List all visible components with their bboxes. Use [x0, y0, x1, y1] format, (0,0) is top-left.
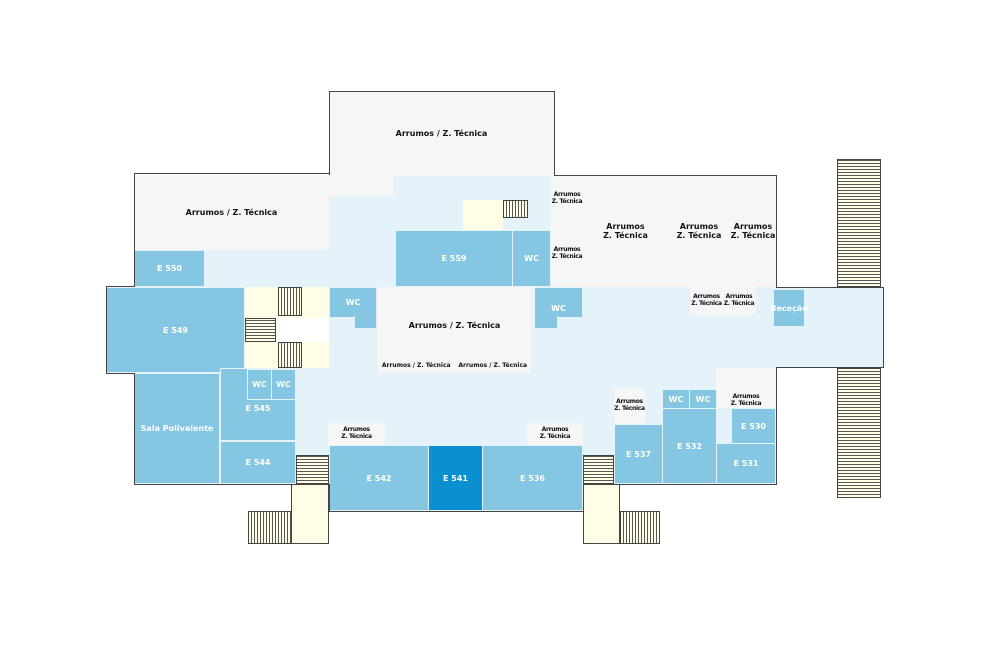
room-e530[interactable]: E 530 [731, 408, 776, 444]
room-label: WC [345, 298, 361, 307]
storage-top[interactable]: Arrumos / Z. Técnica [329, 91, 554, 176]
room-label: WC [695, 394, 711, 404]
room-label: WC [276, 380, 291, 389]
room-wc[interactable]: WC [329, 287, 377, 318]
room-e544[interactable]: E 544 [220, 441, 296, 484]
stairs [278, 287, 302, 316]
room-label: E 541 [443, 473, 468, 483]
room-e549[interactable]: E 549 [106, 287, 245, 373]
room-label: E 559 [441, 254, 467, 263]
stairs [620, 511, 660, 544]
room-label: Receção [770, 303, 808, 313]
room-e536[interactable]: E 536 [482, 445, 583, 511]
room-label: E 532 [677, 441, 702, 451]
stairs-east [837, 368, 881, 498]
room-label: WC [668, 394, 684, 404]
room-label: E 544 [245, 458, 271, 467]
stairs [583, 455, 614, 484]
stairs-landing [463, 200, 503, 230]
stairs [245, 318, 276, 342]
stairs [503, 200, 528, 218]
room-e537[interactable]: E 537 [614, 424, 663, 484]
room-rececao[interactable]: Receção [770, 289, 808, 327]
room-e550[interactable]: E 550 [134, 250, 205, 287]
room-label: E 536 [520, 473, 545, 483]
room-wc-notch [354, 316, 377, 329]
room-label: E 545 [245, 404, 271, 413]
room-label: E 530 [741, 421, 766, 431]
room-wc-notch [534, 316, 558, 329]
room-label: E 542 [366, 473, 392, 483]
room-sala-polivalente[interactable]: Sala Polivalente [134, 373, 220, 484]
storage [329, 176, 394, 196]
room-label: Arrumos / Z. Técnica [408, 321, 501, 330]
room-label: WC [524, 254, 539, 263]
room-wc[interactable]: WC [689, 389, 717, 409]
room-e531[interactable]: E 531 [716, 443, 776, 484]
room-label: E 549 [163, 325, 188, 335]
room-label: E 531 [733, 459, 759, 468]
room-label: Arrumos / Z. Técnica [381, 362, 451, 370]
room-e559[interactable]: E 559 [395, 230, 513, 287]
storage-left[interactable]: Arrumos / Z. Técnica [134, 175, 329, 250]
room-wc[interactable]: WC [271, 369, 296, 400]
room-wc[interactable]: WC [662, 389, 690, 409]
room-label: Arrumos / Z. Técnica [185, 207, 278, 217]
void [276, 318, 329, 342]
room-e542[interactable]: E 542 [329, 445, 429, 511]
room-label: Arrumos / Z. Técnica [458, 362, 528, 370]
storage-center[interactable]: Arrumos / Z. Técnica Arrumos / Z. Técnic… [378, 287, 531, 373]
room-wc[interactable]: WC [247, 369, 272, 400]
room-label: Sala Polivalente [140, 424, 214, 433]
room-wc[interactable]: WC [512, 230, 551, 287]
wall [134, 173, 330, 174]
room-wc[interactable]: WC [534, 287, 583, 318]
stairs-landing [583, 484, 620, 544]
stairs-east [837, 159, 881, 287]
room-label: Arrumos / Z. Técnica [395, 128, 488, 138]
stairs [248, 511, 292, 544]
room-label: E 550 [157, 264, 182, 273]
room-label: WC [252, 380, 267, 389]
stairs [296, 455, 329, 484]
room-label: E 537 [626, 449, 651, 459]
room-e532[interactable]: E 532 [662, 408, 717, 484]
room-e541-selected[interactable]: E 541 [428, 445, 483, 511]
stairs [278, 342, 302, 368]
room-label: WC [551, 304, 566, 313]
stairs-landing [291, 484, 329, 544]
